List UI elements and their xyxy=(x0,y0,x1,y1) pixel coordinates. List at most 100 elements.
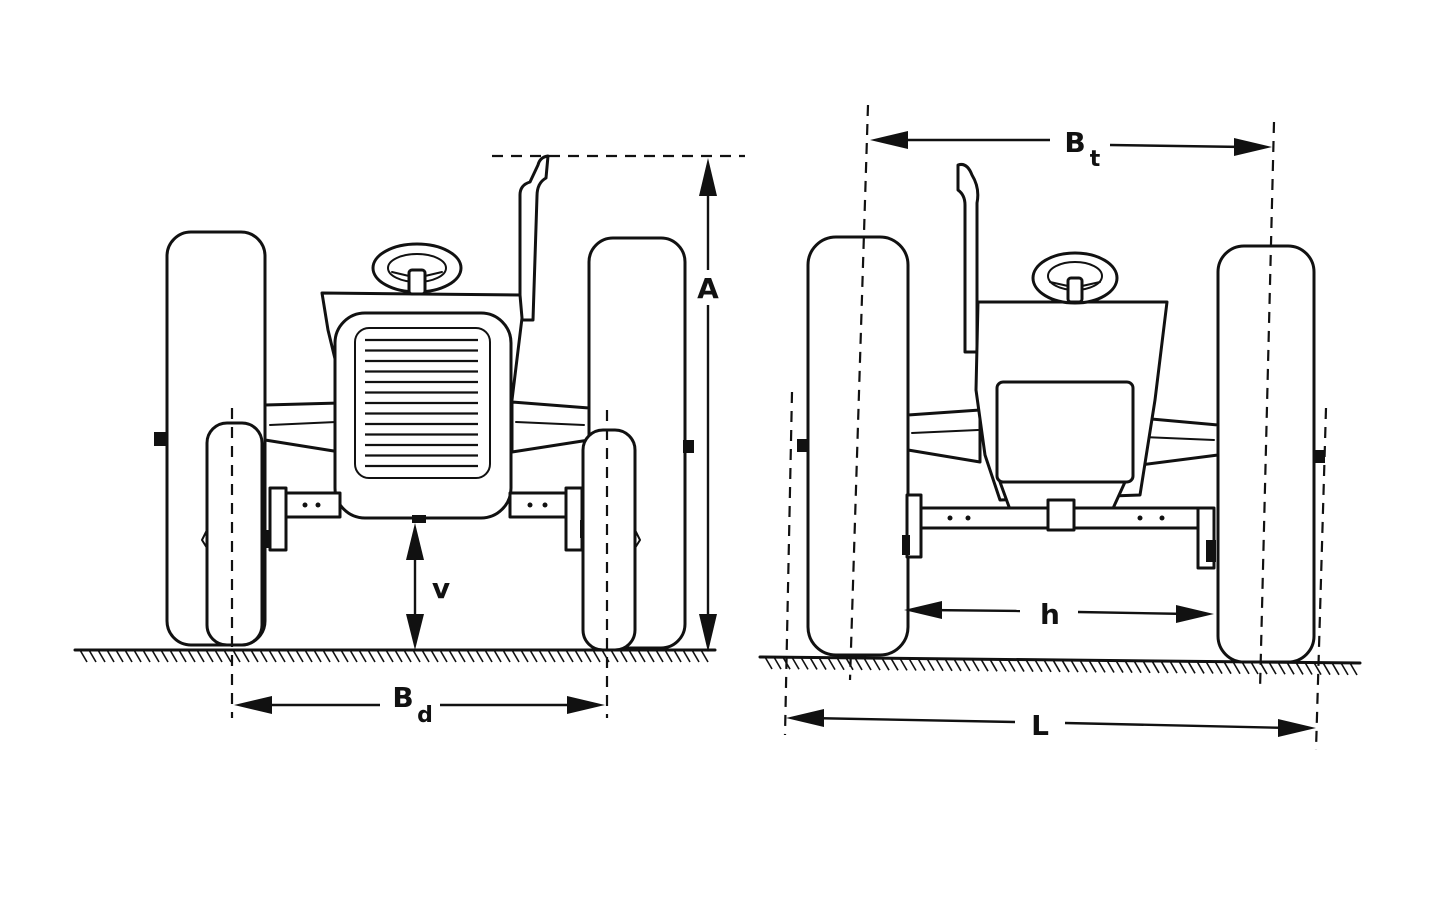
ground-hatch-mark xyxy=(529,649,538,663)
ground-hatch-mark xyxy=(142,649,151,663)
label-B-rear: B xyxy=(1064,126,1085,159)
ground-hatch-mark xyxy=(998,658,1007,672)
ground-hatch-mark xyxy=(1160,660,1169,674)
ground-hatch-mark xyxy=(917,658,926,671)
ground-hatch-mark xyxy=(1331,662,1340,676)
ground-hatch-mark xyxy=(899,657,908,671)
ground-hatch-mark xyxy=(79,649,88,663)
ground-hatch-mark xyxy=(403,649,412,663)
label-L: L xyxy=(1031,709,1049,742)
rear-wheel-centerline-left xyxy=(848,104,870,681)
dimension-Bd: B d xyxy=(234,681,605,728)
ground-hatch-mark xyxy=(836,657,845,671)
ground-hatch-mark xyxy=(1205,661,1214,674)
ground-hatch-mark xyxy=(1133,660,1142,674)
ground-hatch-mark xyxy=(673,649,682,663)
dimension-Bt: B t xyxy=(870,126,1272,172)
ground-hatch-mark xyxy=(691,649,700,663)
ground-hatch-mark xyxy=(349,649,358,663)
label-h: h xyxy=(1040,598,1060,631)
ground-hatch-mark xyxy=(205,649,214,663)
ground-hatch-mark xyxy=(106,649,115,663)
ground-hatch-mark xyxy=(953,658,962,672)
exhaust-pipe-rear xyxy=(956,163,980,354)
ground-hatch-mark xyxy=(160,649,169,663)
radiator-housing xyxy=(333,311,513,520)
ground-hatch-mark xyxy=(773,656,782,670)
ground-hatch-mark xyxy=(124,649,133,663)
ground-hatch-mark xyxy=(971,658,980,672)
ground-hatch-mark xyxy=(926,658,935,672)
ground-hatch-mark xyxy=(178,649,187,663)
label-v: v xyxy=(432,572,450,605)
ground-hatch-mark xyxy=(989,658,998,672)
hub-nub-right xyxy=(683,440,694,453)
dimension-h: h xyxy=(904,598,1214,631)
ground-hatch-mark xyxy=(1169,660,1178,674)
ground-hatch-mark xyxy=(1304,662,1313,675)
outer-edge-right xyxy=(1314,407,1328,751)
ground-hatch-mark xyxy=(340,649,349,663)
label-B-front: B xyxy=(392,681,413,714)
ground-hatch-mark xyxy=(610,649,619,663)
ground-hatch-mark xyxy=(1115,660,1124,673)
ground-hatch-mark xyxy=(592,649,601,663)
ground-hatch-mark xyxy=(1277,661,1286,675)
ground-hatch-mark xyxy=(151,649,160,663)
ground-hatch-mark xyxy=(1088,659,1097,673)
ground-hatch-mark xyxy=(818,657,827,670)
ground-hatch-mark xyxy=(133,649,142,663)
ground-hatch-mark xyxy=(241,649,250,663)
ground-hatch-mark xyxy=(421,649,430,663)
ground-hatch-mark xyxy=(574,649,583,663)
ground-hatch-mark xyxy=(520,649,529,663)
rear-casing xyxy=(995,380,1135,484)
ground-hatch-mark xyxy=(88,649,97,663)
ground-hatch-mark xyxy=(1016,659,1025,672)
ground-hatch-mark xyxy=(439,649,448,663)
ground-hatch-mark xyxy=(764,656,773,670)
ground-hatch-mark xyxy=(944,658,953,672)
ground-hatch-mark xyxy=(1241,661,1250,675)
dimension-L: L xyxy=(786,709,1316,742)
ground-hatch-mark xyxy=(791,656,800,670)
ground-hatch-mark xyxy=(863,657,872,671)
outer-edge-left xyxy=(783,391,794,736)
ground-hatch-mark xyxy=(475,649,484,663)
ground-hatch-mark xyxy=(493,649,502,663)
steering-wheel-front xyxy=(371,242,463,296)
rear-view: B t h L xyxy=(758,104,1362,751)
dimension-v: v xyxy=(406,523,450,650)
ground-hatch-mark xyxy=(547,649,556,663)
ground-hatch-mark xyxy=(367,649,376,663)
front-view: A v B d xyxy=(73,154,745,728)
ground-hatch-mark xyxy=(881,657,890,671)
ground-hatch-mark xyxy=(1349,662,1358,676)
ground-hatch-mark xyxy=(664,649,673,663)
ground-hatch-mark xyxy=(448,649,457,663)
front-wheel-right xyxy=(581,428,637,652)
ground-hatch-mark xyxy=(1124,660,1133,674)
front-wheel-left xyxy=(205,421,264,647)
ground-hatch-mark xyxy=(1286,661,1295,675)
ground-hatch-mark xyxy=(1187,660,1196,674)
ground-hatch-mark xyxy=(430,649,439,663)
ground-hatch-mark xyxy=(583,649,592,663)
ground-hatch-mark xyxy=(295,649,304,663)
rear-axle-rear-view xyxy=(906,408,1220,467)
ground-hatch-mark xyxy=(1295,662,1304,675)
ground-hatch-mark xyxy=(556,649,565,663)
steering-wheel-rear xyxy=(1031,251,1119,305)
ground-hatch-mark xyxy=(1034,659,1043,673)
ground-hatch-mark xyxy=(1223,661,1232,675)
rear-wheel-left-rv xyxy=(806,235,910,657)
ground-hatch-mark xyxy=(259,649,268,663)
exhaust-pipe-front xyxy=(518,154,550,322)
ground-hatch-mark xyxy=(565,649,574,663)
lower-links xyxy=(902,493,1216,570)
ground-hatch-mark xyxy=(511,649,520,663)
ground-hatch-mark xyxy=(223,649,232,663)
ground-hatch-mark xyxy=(682,649,691,663)
ground-hatch-mark xyxy=(115,649,124,663)
